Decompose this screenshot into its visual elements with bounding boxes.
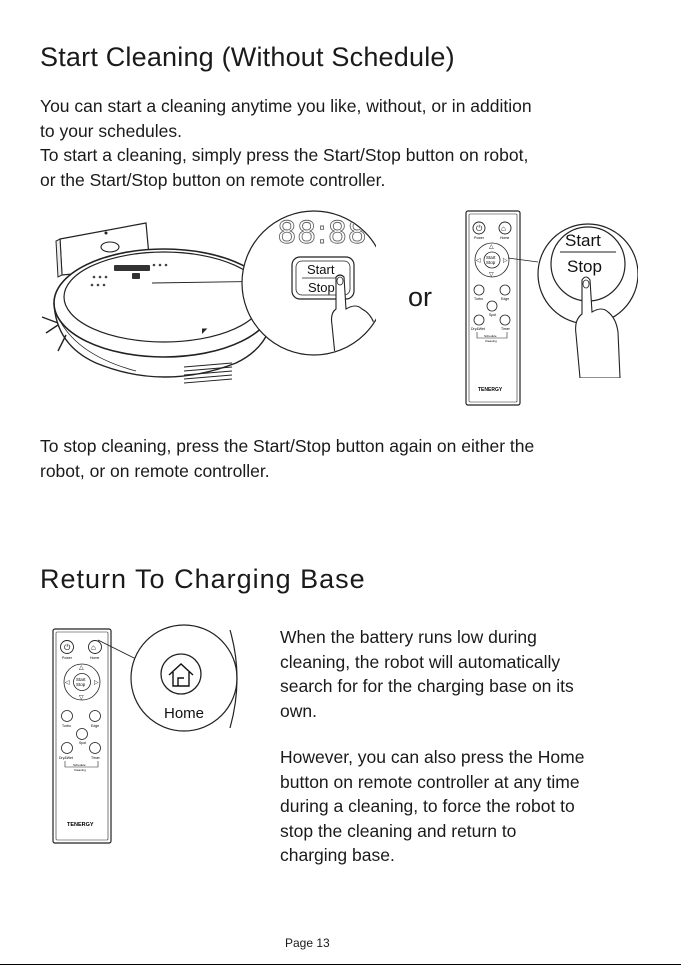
remote-spot-label: Spot xyxy=(79,741,86,745)
remote-power-label: Power xyxy=(474,236,485,240)
remote-start-label: Start xyxy=(76,677,86,682)
arrow-down-icon: ▽ xyxy=(489,272,494,278)
remote-spot-label: Spot xyxy=(489,313,496,317)
remote-brand-logo: TENERGY xyxy=(478,387,503,393)
remote-schedule-label: Schedule xyxy=(484,334,497,338)
text-line: to your schedules. xyxy=(40,120,183,141)
text-line: button on remote controller at any time xyxy=(280,771,580,792)
remote-control-illustration: ⏻ ⌂ Power Home Start Stop △ ▽ ◁ ▷ Turbo … xyxy=(465,210,521,406)
remote-stop-label: Stop xyxy=(486,260,496,265)
text-line: You can start a cleaning anytime you lik… xyxy=(40,96,532,116)
remote-zoom-stop-label: Stop xyxy=(567,257,602,276)
home-icon: ⌂ xyxy=(501,224,506,233)
remote-drywet-label: Dry&Wet xyxy=(471,327,485,331)
robot-brand-mark: ◤ xyxy=(202,328,208,335)
remote-cleaning-label: Cleaning xyxy=(485,339,497,343)
remote-startstop-zoom: Start Stop xyxy=(507,223,638,378)
power-icon: ⏻ xyxy=(64,643,71,652)
text-line: To stop cleaning, press the Start/Stop b… xyxy=(40,436,535,456)
section-title-start-cleaning: Start Cleaning (Without Schedule) xyxy=(40,42,455,72)
remote-timer-label: Timer xyxy=(501,327,511,331)
arrow-up-icon: △ xyxy=(79,665,84,671)
page-number: Page 13 xyxy=(285,936,330,950)
remote-zoom-start-label: Start xyxy=(565,231,601,250)
remote-drywet-label: Dry&Wet xyxy=(59,756,73,760)
remote-timer-label: Timer xyxy=(91,756,101,760)
remote-power-label: Power xyxy=(62,656,73,660)
remote-brand-logo: TENERGY xyxy=(67,822,94,828)
stop-cleaning-instructions: To stop cleaning, press the Start/Stop b… xyxy=(40,434,534,483)
arrow-down-icon: ▽ xyxy=(79,695,84,701)
text-line: search for for the charging base on its xyxy=(280,676,574,696)
robot-display-digits: 88:88 xyxy=(278,214,368,250)
text-line: cleaning, the robot will automatically xyxy=(280,651,561,672)
home-label: Home xyxy=(164,705,204,722)
home-icon: ⌂ xyxy=(91,643,96,652)
remote-schedule-label: Schedule xyxy=(73,763,86,767)
remote-home-label: Home xyxy=(90,656,99,660)
remote-edge-label: Edge xyxy=(501,297,509,301)
home-button-text: However, you can also press the Home but… xyxy=(280,745,584,868)
arrow-right-icon: ▷ xyxy=(503,258,508,264)
or-label: or xyxy=(408,282,433,312)
text-line: When the battery runs low during xyxy=(280,627,537,647)
arrow-up-icon: △ xyxy=(489,244,494,250)
text-line: during a cleaning, to force the robot to xyxy=(280,796,575,816)
remote-start-label: Start xyxy=(486,255,496,260)
remote-control-illustration-2: ⏻ ⌂ Power Home Start Stop △ ▽ ◁ ▷ Turbo … xyxy=(52,628,112,844)
text-line: stop the cleaning and return to xyxy=(280,820,517,841)
robot-illustration: ◤ 88:88 Start Stop xyxy=(41,210,376,384)
remote-turbo-label: Turbo xyxy=(62,724,71,728)
text-line: robot, or on remote controller. xyxy=(40,460,270,481)
remote-cleaning-label: Cleaning xyxy=(74,768,86,772)
home-button-zoom: Home xyxy=(98,624,238,732)
remote-home-label: Home xyxy=(500,236,509,240)
text-line: charging base. xyxy=(280,845,395,865)
remote-turbo-label: Turbo xyxy=(474,297,483,301)
section-title-return-to-base: Return To Charging Base xyxy=(40,564,366,594)
arrow-left-icon: ◁ xyxy=(476,258,481,264)
robot-start-label: Start xyxy=(307,262,335,277)
remote-stop-label: Stop xyxy=(76,682,86,687)
text-line: own. xyxy=(280,700,317,721)
arrow-left-icon: ◁ xyxy=(65,680,70,686)
power-icon: ⏻ xyxy=(476,224,483,233)
arrow-right-icon: ▷ xyxy=(94,680,99,686)
text-line: To start a cleaning, simply press the St… xyxy=(40,145,529,165)
home-icon-large xyxy=(168,663,194,687)
start-cleaning-instructions: You can start a cleaning anytime you lik… xyxy=(40,94,532,192)
remote-edge-label: Edge xyxy=(91,724,99,728)
robot-stop-label: Stop xyxy=(308,280,335,295)
text-line: However, you can also press the Home xyxy=(280,747,585,767)
low-battery-text: When the battery runs low during cleanin… xyxy=(280,625,574,723)
text-line: or the Start/Stop button on remote contr… xyxy=(40,169,386,190)
